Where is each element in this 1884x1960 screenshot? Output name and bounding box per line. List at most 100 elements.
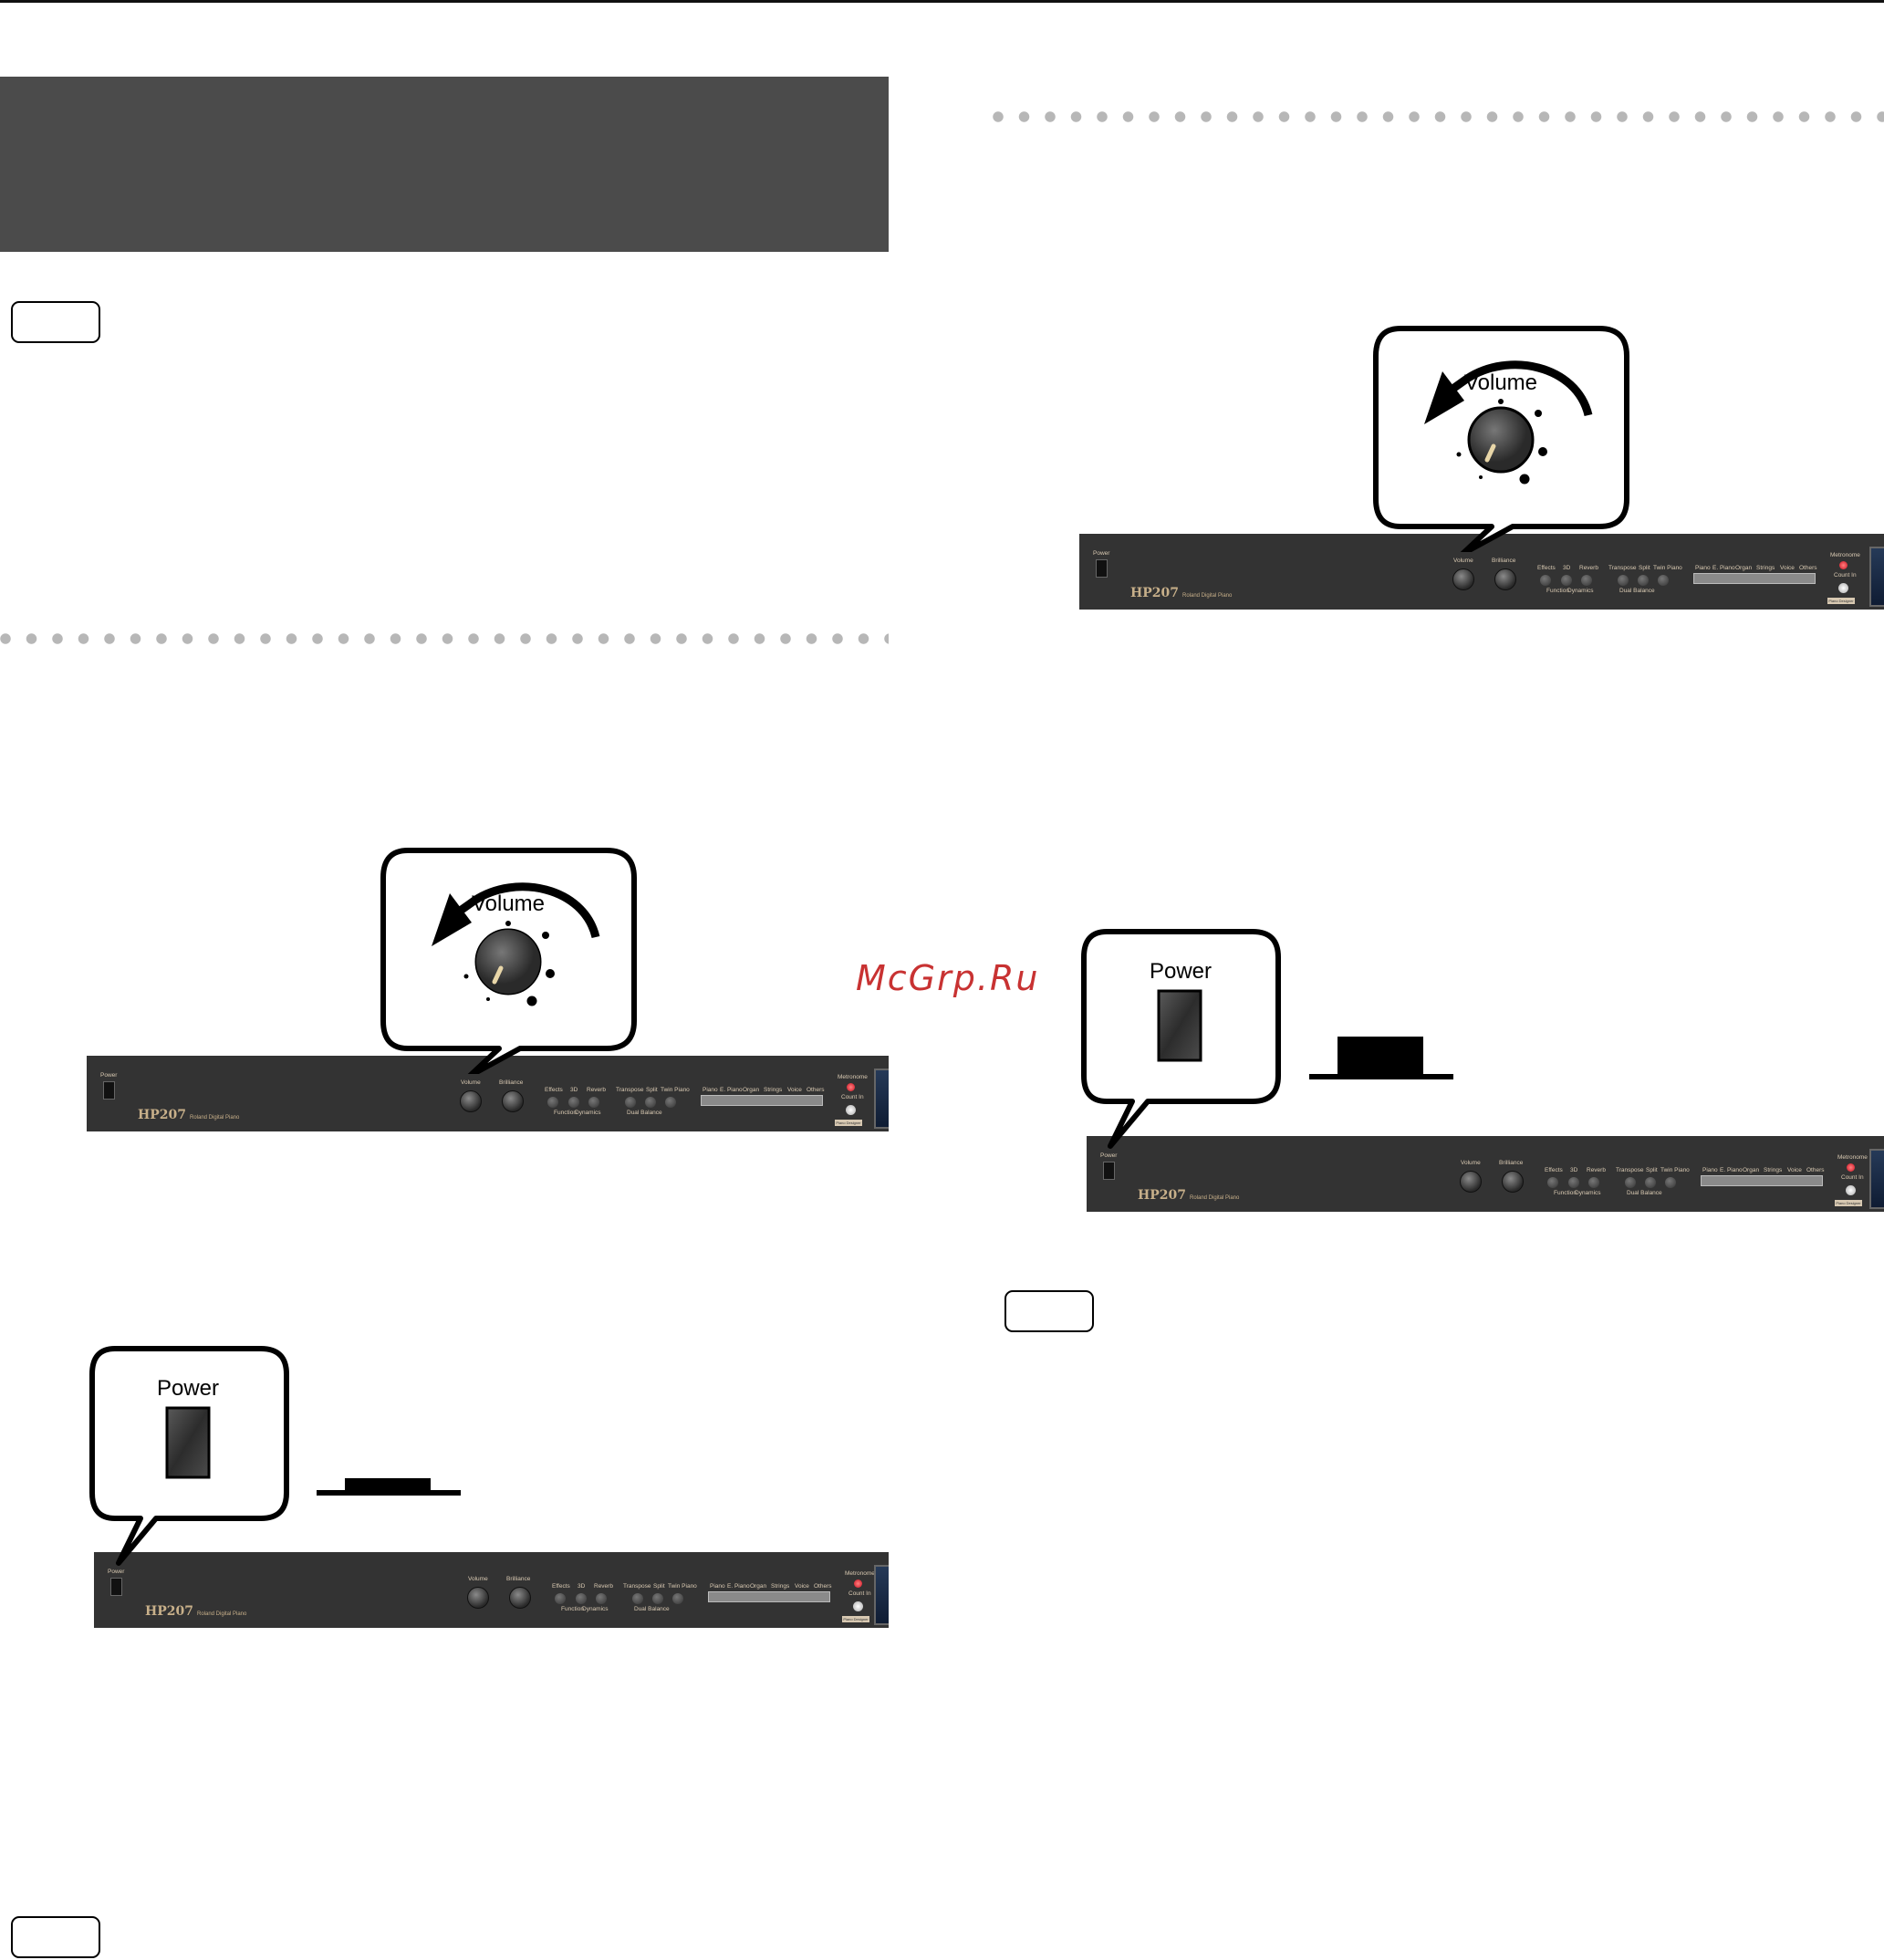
power-switch[interactable] — [1103, 1162, 1115, 1180]
power-switch[interactable] — [103, 1081, 115, 1100]
metronome-label: Metronome — [1830, 552, 1860, 558]
effects-label: Effects — [1537, 565, 1556, 571]
e-piano-tone-label: E. Piano — [1712, 565, 1735, 571]
piano-designer-button[interactable]: Piano Designer — [842, 1616, 869, 1622]
count-in-button[interactable] — [1838, 583, 1848, 593]
brilliance-label: Brilliance — [1492, 558, 1516, 564]
metronome-label: Metronome — [838, 1074, 868, 1080]
effects-label: Effects — [545, 1087, 563, 1093]
count-in-button[interactable] — [1846, 1185, 1856, 1195]
count-in-button[interactable] — [853, 1601, 863, 1611]
reverb-button[interactable] — [1581, 575, 1592, 586]
voice-tone-label: Voice — [1780, 565, 1795, 571]
brilliance-knob[interactable] — [502, 1090, 524, 1112]
split-button[interactable] — [1645, 1177, 1656, 1188]
piano-designer-button[interactable]: Piano Designer — [1827, 598, 1855, 604]
twin-piano-button[interactable] — [665, 1097, 676, 1108]
piano-tone-label: Piano — [1702, 1167, 1718, 1173]
effects-button[interactable] — [1540, 575, 1551, 586]
volume-label: Volume — [461, 1079, 481, 1086]
transpose-button[interactable] — [1625, 1177, 1636, 1188]
voice-tone-label: Voice — [795, 1583, 809, 1590]
metronome-led[interactable] — [1847, 1163, 1855, 1172]
transpose-label: Transpose — [623, 1583, 651, 1590]
brilliance-knob[interactable] — [1494, 568, 1516, 590]
function-label: Function — [1554, 1190, 1577, 1196]
e-piano-tone-label: E. Piano — [720, 1087, 743, 1093]
brilliance-knob[interactable] — [1502, 1171, 1524, 1193]
count-in-label: Count In — [841, 1094, 864, 1100]
split-label: Split — [1646, 1167, 1658, 1173]
volume-callout-bubble — [1373, 326, 1629, 552]
note-label-box — [11, 301, 100, 343]
organ-tone-label: Organ — [743, 1087, 760, 1093]
reverb-button[interactable] — [1588, 1177, 1599, 1188]
volume-knob[interactable] — [467, 1587, 489, 1609]
3d-button[interactable] — [1561, 575, 1572, 586]
volume-callout-bubble — [380, 848, 637, 1074]
twin-piano-button[interactable] — [1658, 575, 1669, 586]
voice-tone-label: Voice — [787, 1087, 802, 1093]
organ-tone-label: Organ — [1743, 1167, 1760, 1173]
display-screen — [1869, 547, 1884, 607]
piano-designer-button[interactable]: Piano Designer — [835, 1120, 862, 1126]
power-callout-label: Power — [156, 1376, 220, 1401]
brilliance-knob[interactable] — [509, 1587, 531, 1609]
effects-button[interactable] — [555, 1593, 566, 1604]
e-piano-tone-label: E. Piano — [727, 1583, 750, 1590]
function-label: Function — [1546, 588, 1569, 594]
metronome-led[interactable] — [847, 1083, 855, 1091]
reverb-button[interactable] — [588, 1097, 599, 1108]
tone-button-row[interactable] — [1701, 1175, 1823, 1186]
tone-button-row[interactable] — [701, 1095, 823, 1106]
3d-button[interactable] — [1568, 1177, 1579, 1188]
twin-piano-button[interactable] — [1665, 1177, 1676, 1188]
switch-off-diagram — [317, 1478, 461, 1496]
piano-designer-button[interactable]: Piano Designer — [1835, 1200, 1862, 1206]
dynamics-label: Dynamics — [1567, 588, 1594, 594]
dual-balance-label: Dual Balance — [1627, 1190, 1662, 1196]
transpose-label: Transpose — [1608, 565, 1637, 571]
switch-on-diagram — [1309, 1037, 1453, 1079]
top-rule — [0, 0, 1884, 3]
effects-button[interactable] — [1547, 1177, 1558, 1188]
display-screen — [1869, 1149, 1884, 1209]
count-in-label: Count In — [1834, 572, 1857, 579]
brilliance-label: Brilliance — [499, 1079, 524, 1086]
volume-knob[interactable] — [460, 1090, 482, 1112]
tone-button-row[interactable] — [708, 1591, 830, 1602]
dual-balance-label: Dual Balance — [627, 1110, 662, 1116]
piano-tone-label: Piano — [1695, 565, 1711, 571]
transpose-button[interactable] — [632, 1593, 643, 1604]
transpose-button[interactable] — [625, 1097, 636, 1108]
3d-button[interactable] — [568, 1097, 579, 1108]
split-button[interactable] — [652, 1593, 663, 1604]
effects-button[interactable] — [547, 1097, 558, 1108]
volume-knob[interactable] — [1452, 568, 1474, 590]
volume-knob[interactable] — [1460, 1171, 1482, 1193]
volume-label: Volume — [468, 1576, 488, 1582]
3d-label: 3D — [578, 1583, 586, 1590]
metronome-led[interactable] — [854, 1579, 862, 1588]
power-switch[interactable] — [1096, 559, 1108, 578]
watermark-text: McGrp.Ru — [856, 958, 1040, 998]
twin-piano-button[interactable] — [672, 1593, 683, 1604]
count-in-button[interactable] — [846, 1105, 856, 1115]
metronome-label: Metronome — [1837, 1154, 1868, 1161]
transpose-button[interactable] — [1618, 575, 1629, 586]
split-button[interactable] — [645, 1097, 656, 1108]
dotted-divider — [993, 111, 1884, 122]
reverb-label: Reverb — [1587, 1167, 1606, 1173]
metronome-led[interactable] — [1839, 561, 1848, 569]
reverb-button[interactable] — [596, 1593, 607, 1604]
power-switch[interactable] — [110, 1578, 122, 1596]
3d-button[interactable] — [576, 1593, 587, 1604]
organ-tone-label: Organ — [750, 1583, 767, 1590]
display-screen — [874, 1565, 889, 1625]
tone-button-row[interactable] — [1693, 573, 1816, 584]
power-callout-label: Power — [1149, 959, 1213, 984]
count-in-label: Count In — [1841, 1174, 1864, 1181]
split-button[interactable] — [1638, 575, 1649, 586]
